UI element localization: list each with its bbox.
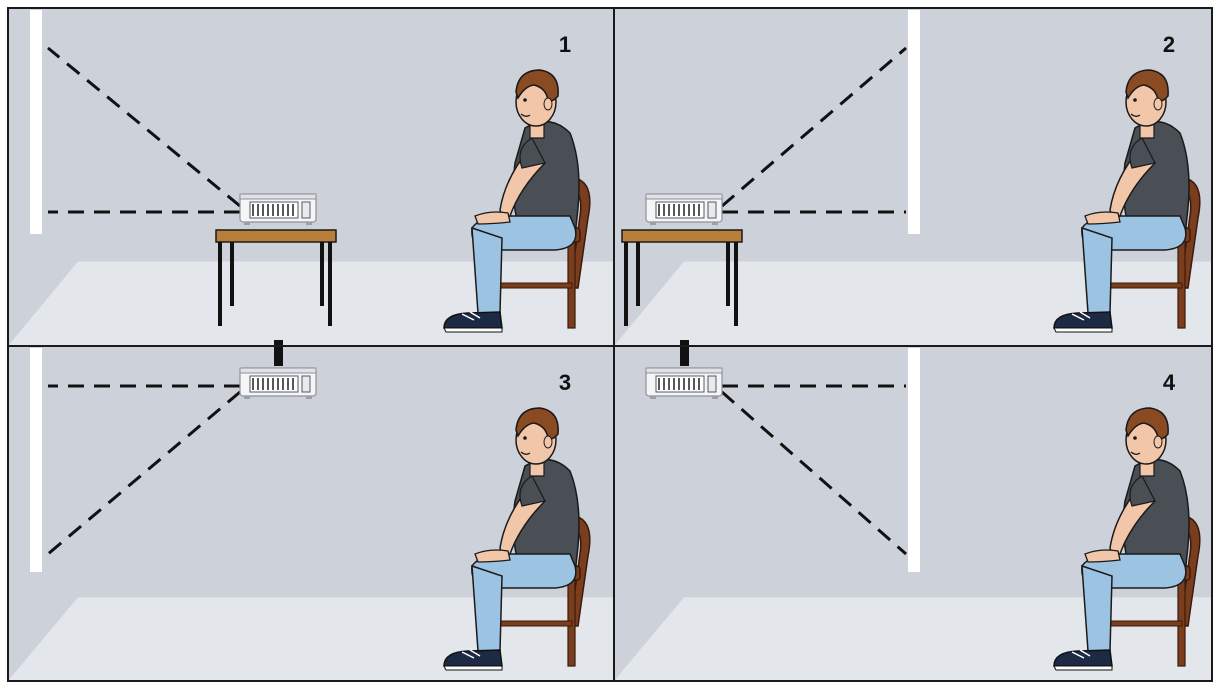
projector: [240, 194, 316, 225]
table-leg: [328, 242, 332, 326]
projection-screen: [30, 348, 42, 572]
floor: [614, 597, 1212, 681]
projector: [646, 368, 722, 399]
table-leg: [624, 242, 628, 326]
panel-2-number: 2: [1163, 32, 1175, 57]
table-leg: [320, 242, 324, 306]
panel-3: [8, 340, 614, 681]
panel-4-number: 4: [1163, 370, 1176, 395]
projector: [240, 368, 316, 399]
floor: [8, 597, 614, 681]
panel-2: [614, 8, 1212, 346]
panel-3-number: 3: [559, 370, 571, 395]
projection-screen: [908, 348, 920, 572]
table: [622, 230, 742, 242]
table: [216, 230, 336, 242]
panel-1: [8, 8, 614, 346]
table-leg: [230, 242, 234, 306]
table-leg: [218, 242, 222, 326]
projection-screen: [908, 10, 920, 234]
ceiling-mount: [680, 340, 689, 366]
panel-1-number: 1: [559, 32, 571, 57]
projector: [646, 194, 722, 225]
floor: [8, 262, 614, 347]
floor: [614, 262, 1212, 347]
panel-4: [614, 340, 1212, 681]
table-leg: [726, 242, 730, 306]
projection-screen: [30, 10, 42, 234]
table-leg: [734, 242, 738, 326]
table-leg: [636, 242, 640, 306]
ceiling-mount: [274, 340, 283, 366]
